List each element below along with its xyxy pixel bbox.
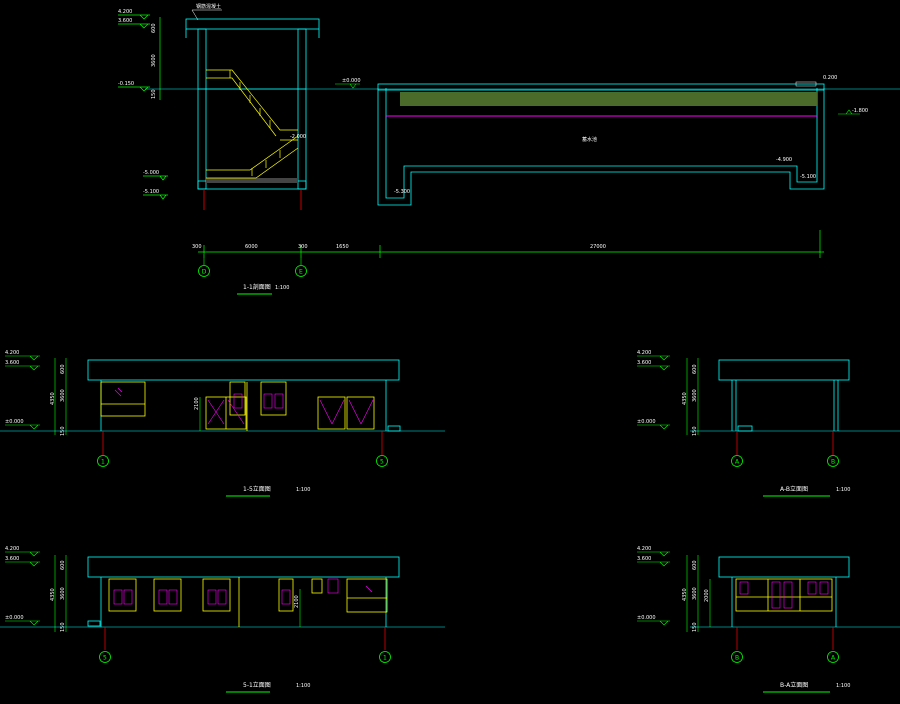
drawing-title: B-A立面图 (780, 681, 808, 689)
stair (206, 69, 299, 179)
level-label: 3.600 (637, 360, 651, 366)
dim-h: 300 (298, 244, 308, 250)
level-label: 3.600 (118, 18, 132, 24)
windows (100, 381, 375, 431)
dim-h: 1650 (336, 244, 349, 250)
dim-v: 2100 (294, 595, 300, 608)
dim-h: 6000 (245, 244, 258, 250)
axis-label: 1 (101, 459, 105, 466)
elevation-a-b: 4.200 3.600 ±0.000 4350 600 3600 150 A B (637, 350, 900, 497)
level-label: ±0.000 (637, 419, 656, 425)
drawing-scale: 1:100 (296, 487, 310, 493)
level-label: ±0.000 (5, 615, 24, 621)
dim-v: 600 (692, 560, 698, 570)
glazing (114, 387, 374, 425)
drawing-title: 1-1剖面图 (243, 283, 271, 291)
level-label: 4.200 (637, 350, 651, 356)
dim-v: 2000 (704, 589, 710, 602)
dim-h-line (198, 230, 824, 258)
axis-label: A (735, 459, 740, 466)
axis-label: 1 (383, 655, 387, 662)
dim-h: 300 (192, 244, 202, 250)
drawing-title: A-B立面图 (780, 485, 808, 493)
drawing-scale: 1:100 (296, 683, 310, 689)
axis-label: D (202, 269, 207, 276)
stair-house (185, 18, 320, 190)
axis-label: B (831, 459, 835, 466)
level-label: -5.100 (800, 174, 816, 180)
drawing-title: 5-1立面图 (243, 681, 271, 689)
elevation-b-a: 4.200 3.600 ±0.000 4350 600 3600 150 200… (637, 546, 900, 693)
axis-label: 5 (103, 655, 107, 662)
drawing-scale: 1:100 (836, 487, 850, 493)
dim-v: 3600 (692, 389, 698, 402)
dim-v: 600 (60, 364, 66, 374)
axis-label: B (735, 655, 739, 662)
glazing (739, 581, 829, 609)
elevation-5-1: 4.200 3.600 ±0.000 4350 600 3600 150 (0, 546, 445, 693)
dim-v: 3600 (60, 587, 66, 600)
elevation-1-5: 4.200 3.600 ±0.000 4350 600 3600 150 (0, 350, 445, 497)
section-1-1: 4.200 3.600 -0.150 -5.000 -5.100 600 360… (118, 3, 900, 295)
level-label: ±0.000 (342, 78, 361, 84)
dim-v: 4350 (50, 392, 56, 405)
axis-label: 5 (380, 459, 384, 466)
level-label: -2.000 (290, 134, 306, 140)
drawing-title: 1-5立面图 (243, 485, 271, 493)
axis-label: A (831, 655, 836, 662)
dim-v: 4350 (50, 588, 56, 601)
pool-label: 蓄水池 (582, 136, 597, 143)
level-label: -0.150 (118, 81, 134, 87)
dim-v: 600 (151, 23, 157, 33)
dim-v: 3600 (692, 587, 698, 600)
level-label: 4.200 (118, 9, 132, 15)
level-label: 3.600 (5, 556, 19, 562)
pool-slab (400, 92, 817, 106)
level-label: ±0.000 (637, 615, 656, 621)
dim-v: 4350 (682, 392, 688, 405)
glazing (113, 578, 373, 605)
top-note: 钢筋混凝土 (196, 3, 221, 10)
dim-v: 600 (692, 364, 698, 374)
dim-v: 3600 (60, 389, 66, 402)
gravel-fill (206, 178, 298, 183)
dim-h: 27000 (590, 244, 606, 250)
level-label: 0.200 (823, 75, 837, 81)
axis-label: E (299, 269, 303, 276)
level-label: 3.600 (5, 360, 19, 366)
level-label: -4.900 (776, 157, 792, 163)
dim-v: 2100 (194, 397, 200, 410)
level-label: 4.200 (5, 546, 19, 552)
axis-bubble (295, 265, 307, 277)
axis-bubble (198, 265, 210, 277)
level-label: -5.000 (143, 170, 159, 176)
dim-v: 4350 (682, 588, 688, 601)
drawing-scale: 1:100 (275, 285, 289, 291)
level-label: 4.200 (637, 546, 651, 552)
level-markers (118, 14, 168, 200)
level-label: -1.800 (852, 108, 868, 114)
pool-outline (377, 83, 825, 206)
windows (108, 577, 388, 627)
dim-v: 3600 (151, 54, 157, 67)
dim-v: 600 (60, 560, 66, 570)
level-label: 3.600 (637, 556, 651, 562)
level-label: -5.100 (143, 189, 159, 195)
drawing-scale: 1:100 (836, 683, 850, 689)
dim-v: 150 (151, 89, 157, 99)
level-label: -5.300 (394, 189, 410, 195)
level-label: 4.200 (5, 350, 19, 356)
level-label: ±0.000 (5, 419, 24, 425)
